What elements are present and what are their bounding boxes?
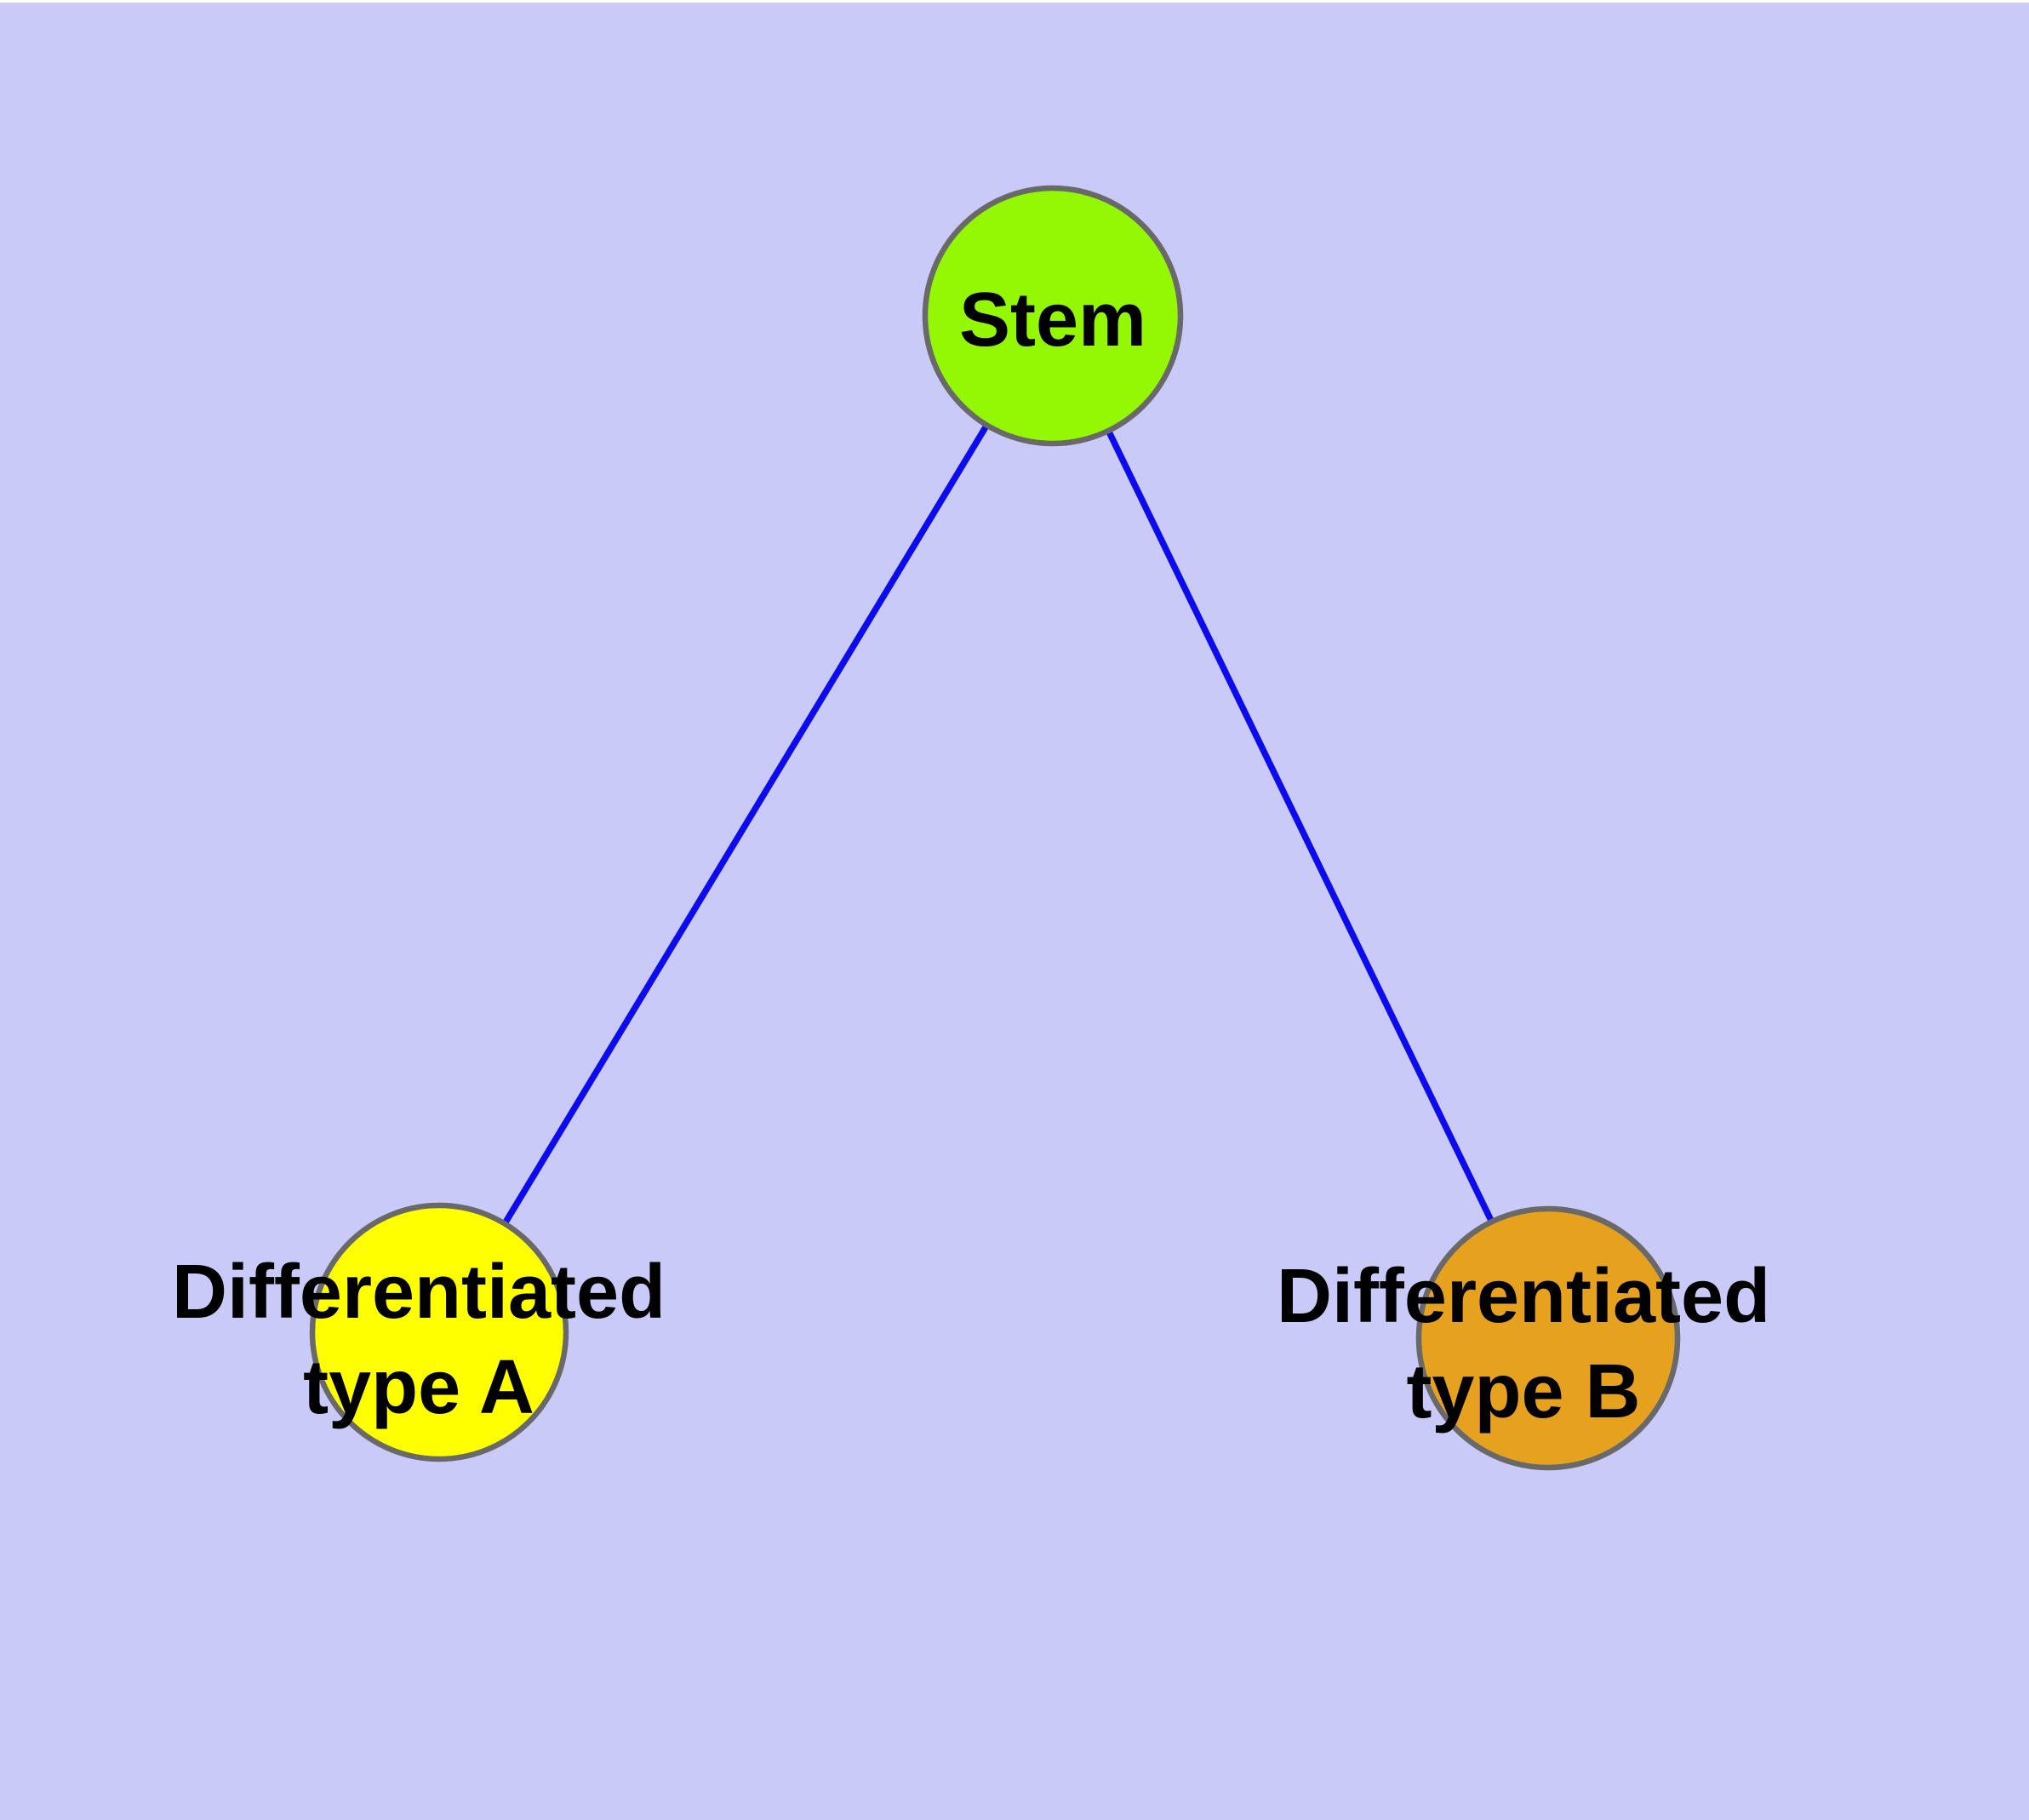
node-differentiated-type-a[interactable] — [309, 1202, 569, 1462]
differentiated-type-b-node-label: Differentiated type B — [1277, 1249, 1770, 1439]
window-top-edge — [0, 0, 2029, 3]
stem-node-label: Stem — [959, 272, 1146, 368]
node-differentiated-type-b[interactable] — [1415, 1205, 1681, 1471]
edge-stem-to-type-b[interactable] — [1049, 314, 1552, 1340]
edge-stem-to-type-a[interactable] — [436, 314, 1056, 1334]
type-b-label-line2: type B — [1406, 1349, 1641, 1434]
type-a-label-line1: Differentiated — [171, 1250, 666, 1335]
node-stem[interactable] — [922, 185, 1184, 447]
stem-node-label-text: Stem — [958, 278, 1147, 363]
type-b-label-line1: Differentiated — [1276, 1254, 1771, 1339]
differentiated-type-a-node-label: Differentiated type A — [172, 1245, 666, 1435]
type-a-label-line2: type A — [303, 1345, 534, 1430]
